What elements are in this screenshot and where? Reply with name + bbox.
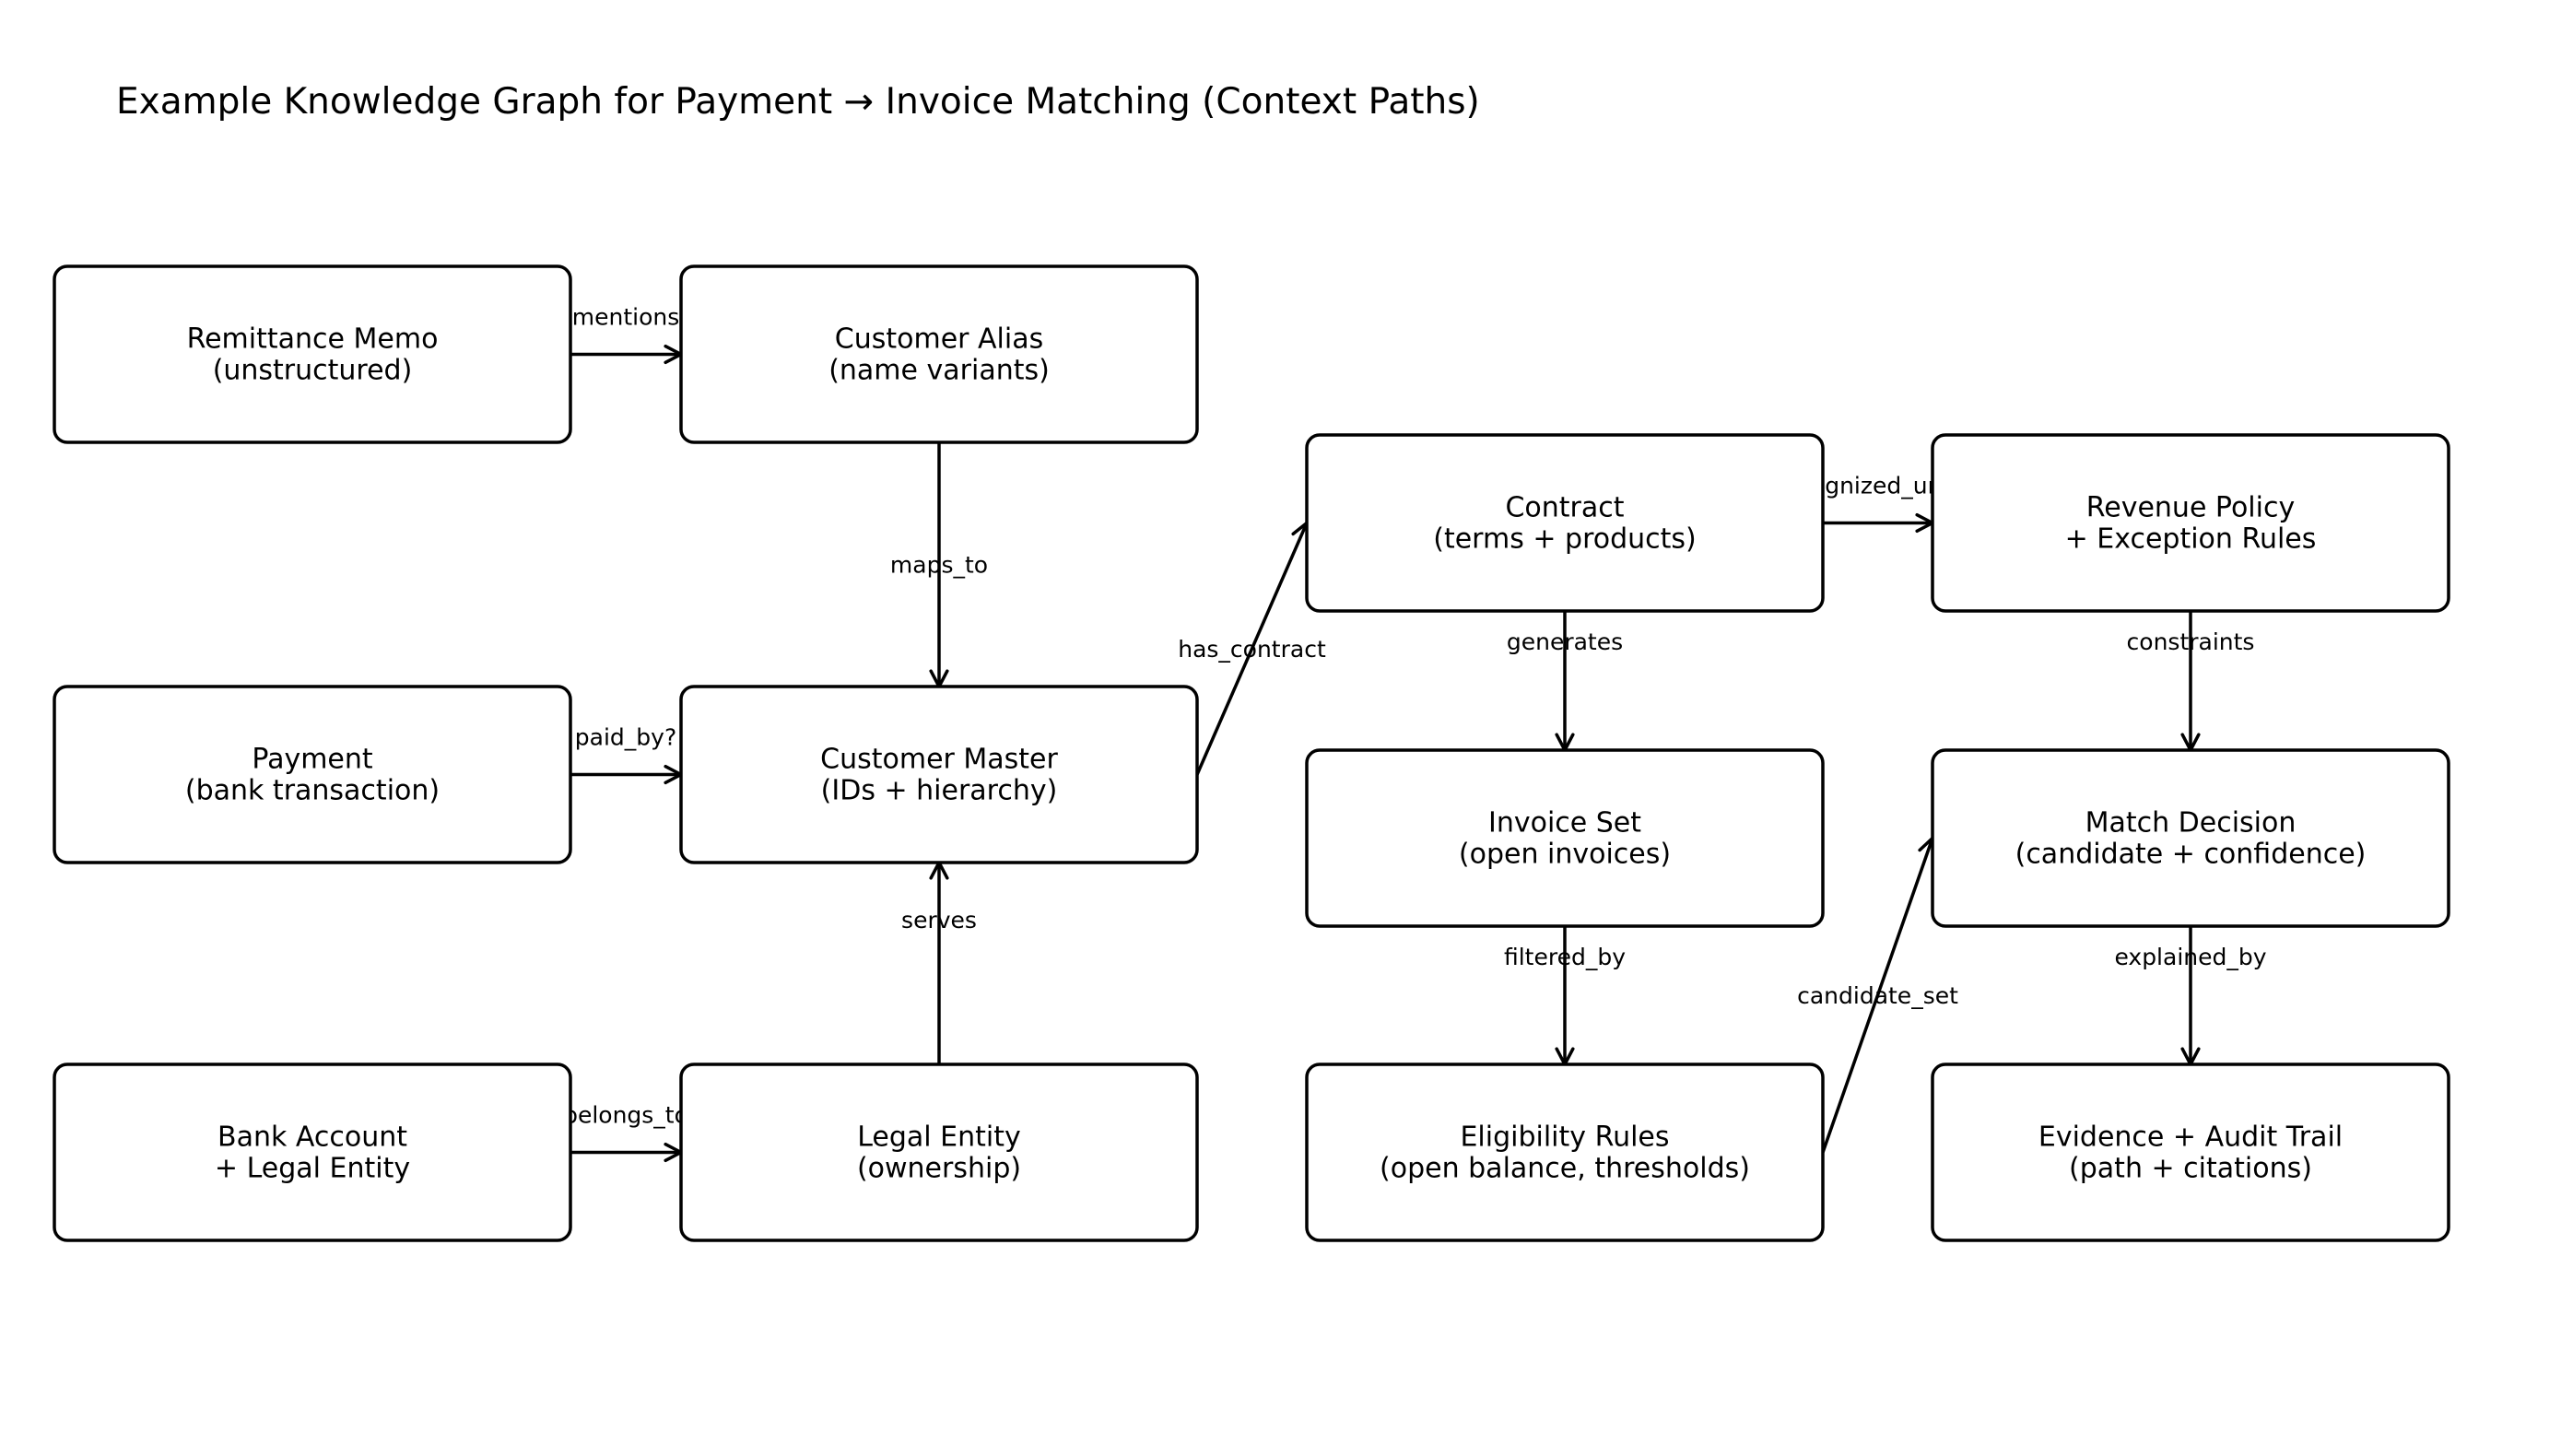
node-subtitle: (name variants)	[828, 355, 1050, 387]
edge-belongs-to: belongs_to	[563, 1102, 688, 1163]
node-subtitle: (unstructured)	[213, 355, 413, 387]
node-title: Contract	[1505, 492, 1624, 524]
edge-label: has_contract	[1178, 636, 1326, 663]
edge-label: serves	[901, 907, 977, 933]
node-revenue-policy: Revenue Policy+ Exception Rules	[1931, 433, 2450, 613]
node-subtitle: (open invoices)	[1459, 839, 1671, 871]
node-box	[53, 1063, 572, 1242]
node-box	[679, 685, 1199, 864]
node-customer-master: Customer Master(IDs + hierarchy)	[679, 685, 1199, 864]
edge-generates: generates	[1507, 611, 1623, 752]
edge-filtered-by: filtered_by	[1504, 926, 1626, 1066]
node-box	[1931, 1063, 2450, 1242]
edge-explained-by: explained_by	[2114, 926, 2267, 1066]
node-subtitle: + Legal Entity	[215, 1153, 410, 1185]
edge-serves: serves	[901, 861, 977, 1064]
edge-label: belongs_to	[563, 1102, 688, 1129]
node-title: Legal Entity	[857, 1121, 1021, 1154]
node-customer-alias: Customer Alias(name variants)	[679, 264, 1199, 444]
node-box	[53, 685, 572, 864]
node-title: Invoice Set	[1488, 807, 1641, 840]
node-evidence-audit: Evidence + Audit Trail(path + citations)	[1931, 1063, 2450, 1242]
node-title: Remittance Memo	[187, 323, 439, 356]
edge-label: mentions	[572, 304, 680, 331]
edge-has-contract: has_contract	[1178, 521, 1326, 776]
node-box	[679, 1063, 1199, 1242]
node-subtitle: (ownership)	[857, 1153, 1021, 1185]
edge-label: candidate_set	[1797, 982, 1958, 1009]
node-title: Customer Alias	[835, 323, 1043, 356]
node-box	[679, 264, 1199, 444]
node-box	[1305, 1063, 1825, 1242]
node-subtitle: (IDs + hierarchy)	[821, 775, 1058, 807]
node-bank-account: Bank Account+ Legal Entity	[53, 1063, 572, 1242]
edge-label: filtered_by	[1504, 944, 1626, 970]
edges-layer: mentions maps_to paid_by?serves belongs_to h…	[563, 304, 2267, 1163]
edge-label: constraints	[2127, 628, 2255, 655]
node-subtitle: (path + citations)	[2069, 1153, 2312, 1185]
node-title: Match Decision	[2085, 807, 2297, 840]
node-contract: Contract(terms + products)	[1305, 433, 1825, 613]
node-invoice-set: Invoice Set(open invoices)	[1305, 748, 1825, 928]
edge-label: maps_to	[890, 552, 988, 579]
edge-label: generates	[1507, 628, 1623, 655]
diagram-title: Example Knowledge Graph for Payment → In…	[116, 81, 1480, 123]
edge-label: explained_by	[2114, 944, 2266, 970]
node-payment: Payment(bank transaction)	[53, 685, 572, 864]
node-title: Bank Account	[217, 1121, 407, 1154]
edge-line	[1821, 837, 1934, 1154]
node-title: Payment	[252, 744, 373, 776]
node-title: Eligibility Rules	[1460, 1121, 1669, 1154]
node-box	[1931, 748, 2450, 928]
node-box	[1305, 433, 1825, 613]
edge-constraints: constraints	[2127, 611, 2255, 752]
edge-label: paid_by?	[575, 724, 676, 751]
node-box	[1305, 748, 1825, 928]
node-title: Customer Master	[820, 744, 1058, 776]
node-match-decision: Match Decision(candidate + confidence)	[1931, 748, 2450, 928]
edge-paid-by: paid_by?	[570, 724, 683, 785]
node-subtitle: (bank transaction)	[185, 775, 440, 807]
node-subtitle: (terms + products)	[1433, 523, 1697, 556]
nodes-layer: Remittance Memo(unstructured) Customer Al…	[53, 264, 2450, 1242]
edge-line	[1195, 522, 1309, 776]
node-remittance-memo: Remittance Memo(unstructured)	[53, 264, 572, 444]
node-title: Evidence + Audit Trail	[2038, 1121, 2343, 1154]
edge-maps-to: maps_to	[890, 442, 988, 688]
node-title: Revenue Policy	[2086, 492, 2295, 524]
node-legal-entity: Legal Entity(ownership)	[679, 1063, 1199, 1242]
edge-candidate-set: candidate_set	[1797, 836, 1958, 1154]
node-eligibility-rules: Eligibility Rules(open balance, threshol…	[1305, 1063, 1825, 1242]
node-subtitle: + Exception Rules	[2065, 523, 2317, 556]
node-box	[1931, 433, 2450, 613]
node-box	[53, 264, 572, 444]
edge-mentions: mentions	[570, 304, 683, 365]
node-subtitle: (candidate + confidence)	[2015, 839, 2367, 871]
node-subtitle: (open balance, thresholds)	[1380, 1153, 1750, 1185]
